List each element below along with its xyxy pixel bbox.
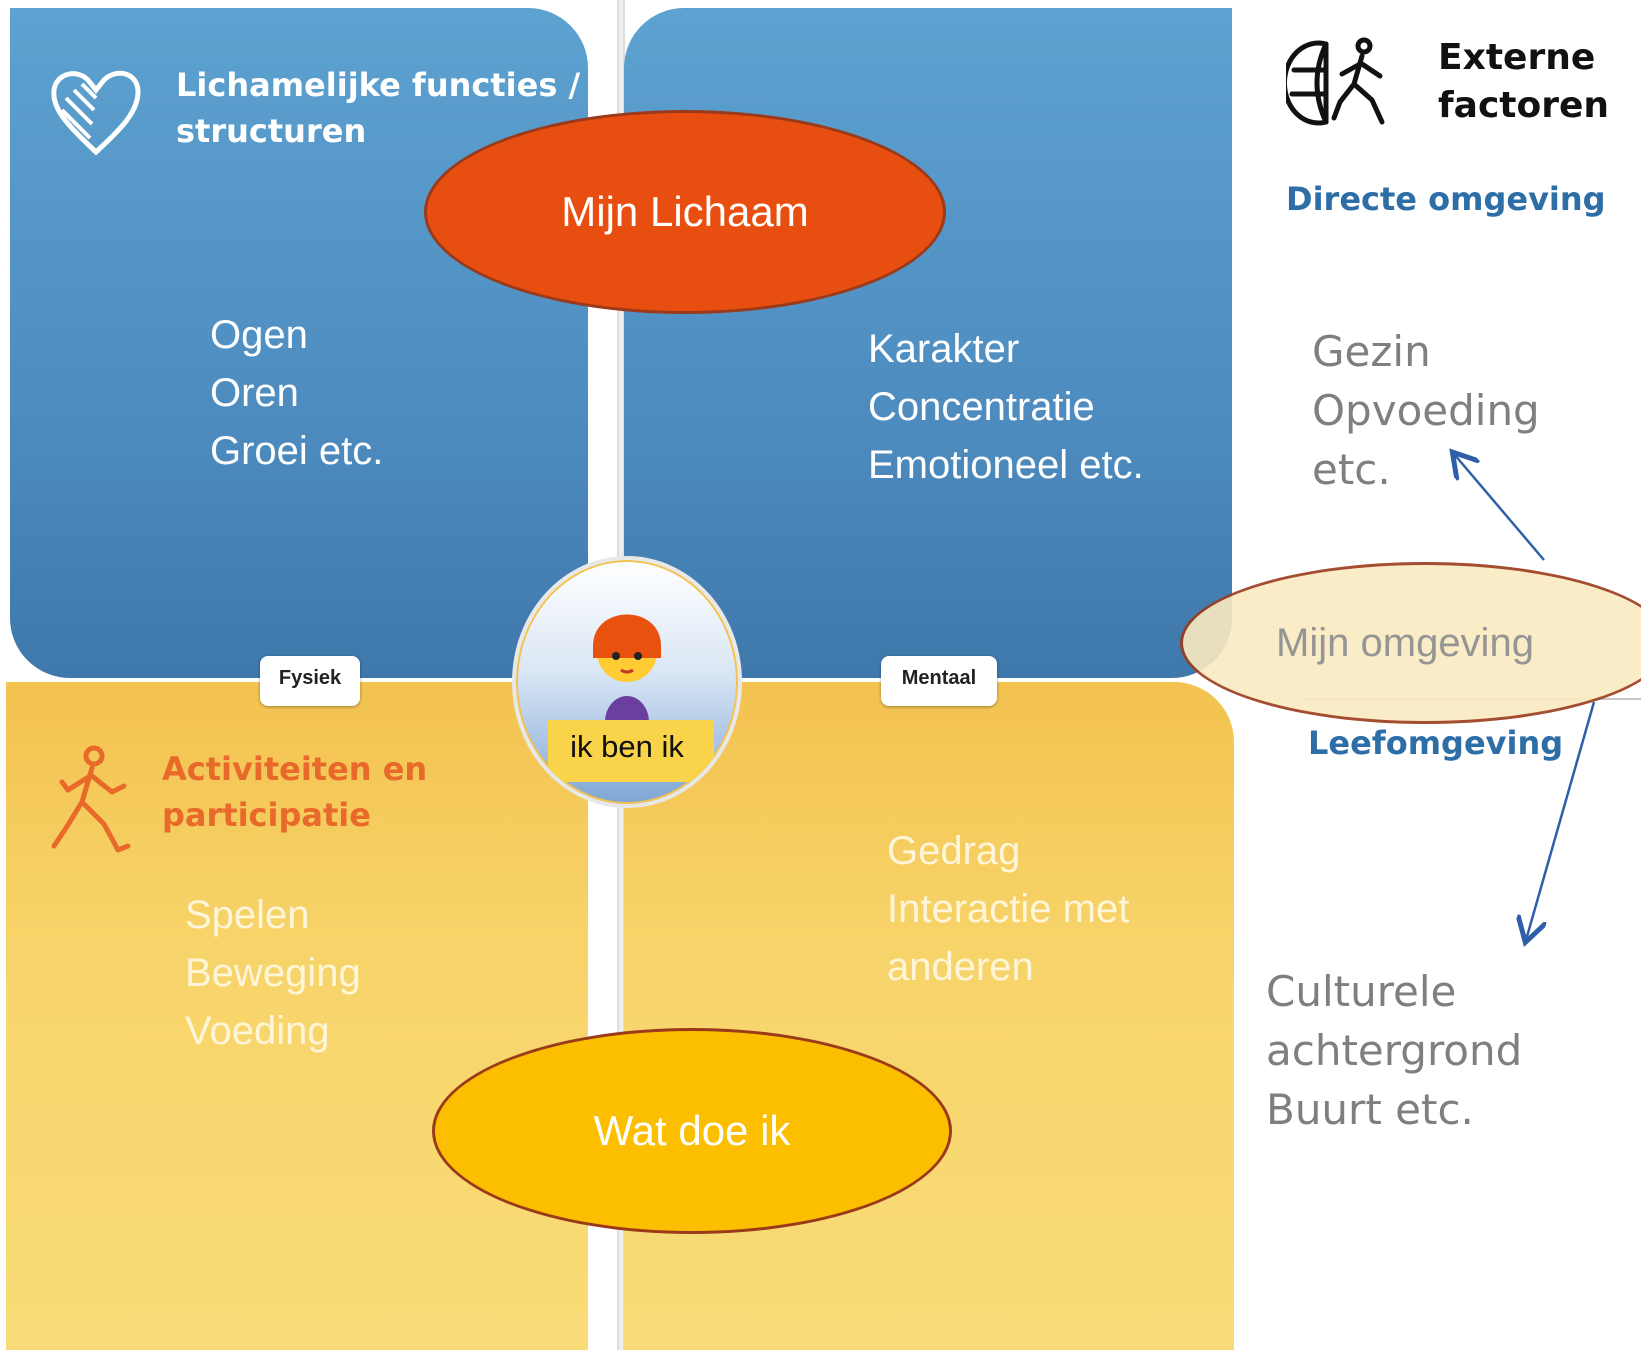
center-label: ik ben ik [570, 729, 684, 764]
quadrant-body-functions [10, 8, 588, 678]
behaviour-list: Gedrag Interactie met anderen [887, 829, 1130, 989]
oval-my-environment: Mijn omgeving [1180, 562, 1641, 724]
child-avatar-icon [593, 614, 661, 734]
oval-my-body: Mijn Lichaam [424, 110, 946, 314]
arrow-to-direct-environment [1454, 454, 1545, 561]
globe-walking-icon [1286, 37, 1385, 126]
oval-my-environment-label: Mijn omgeving [1276, 620, 1534, 665]
heart-icon [51, 70, 141, 156]
center-circle [512, 556, 742, 808]
direct-environment-heading: Directe omgeving [1286, 180, 1606, 218]
walking-person-icon [51, 745, 131, 853]
arrow-to-living-environment [1526, 701, 1596, 940]
body-functions-heading: Lichamelijke functies / structuren [176, 66, 581, 150]
arrows [1420, 440, 1596, 960]
external-factors-title: Externe factoren [1438, 37, 1610, 126]
center-label-box [548, 720, 714, 782]
quadrant-behaviour [624, 682, 1234, 1350]
quadrant-activities [6, 682, 588, 1350]
oval-my-body-label: Mijn Lichaam [561, 188, 809, 235]
tag-mental: Mentaal [881, 656, 997, 706]
living-environment-heading: Leefomgeving [1308, 724, 1564, 762]
activities-heading: Activiteiten en participatie [162, 750, 428, 834]
direct-environment-list: Gezin Opvoeding etc. [1312, 327, 1540, 494]
mental-list: Karakter Concentratie Emotioneel etc. [868, 327, 1144, 487]
living-environment-list: Culturele achtergrond Buurt etc. [1266, 967, 1523, 1134]
oval-what-i-do-label: Wat doe ik [593, 1107, 791, 1154]
tag-physical: Fysiek [260, 656, 360, 706]
oval-what-i-do: Wat doe ik [432, 1028, 952, 1234]
body-functions-list: Ogen Oren Groei etc. [210, 313, 384, 473]
activities-list: Spelen Beweging Voeding [185, 893, 361, 1053]
